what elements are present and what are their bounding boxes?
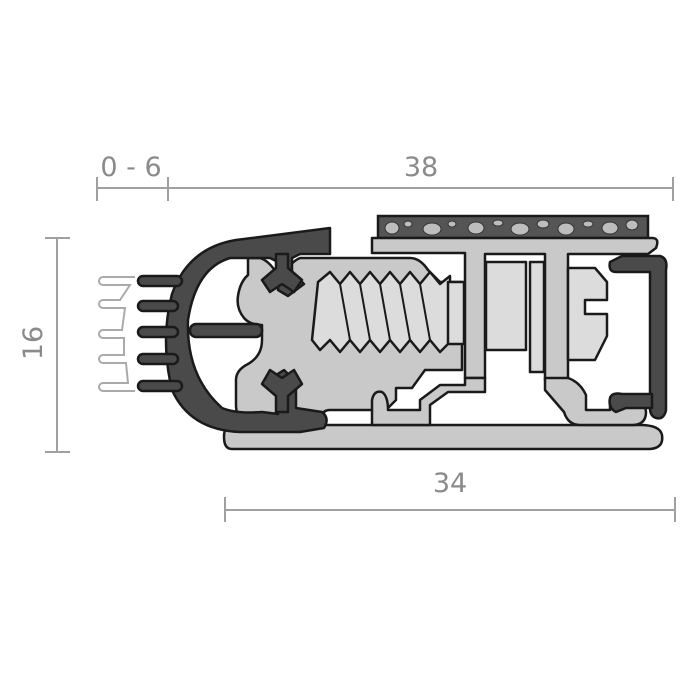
screw-body <box>484 260 528 352</box>
seal-center-arm <box>188 322 264 339</box>
seal-arrow-bottom <box>260 368 304 414</box>
right-seal-lip <box>608 392 654 414</box>
right-lower-profile <box>543 376 648 427</box>
seal-arrow-top <box>260 252 304 294</box>
lower-hook <box>370 376 487 427</box>
gap-dimension-label: 0 - 6 <box>100 152 161 183</box>
foam-cells <box>384 219 639 236</box>
screw-head <box>566 266 609 362</box>
dimension-top <box>96 177 674 201</box>
base-profile <box>222 423 664 451</box>
base-width-dimension-label: 34 <box>433 468 467 499</box>
dimension-bottom <box>224 497 676 522</box>
screw-threaded-shank <box>310 270 452 354</box>
screw-threads <box>339 283 431 341</box>
dimension-left <box>45 237 70 453</box>
width-dimension-label: 38 <box>404 152 438 183</box>
screw-collar <box>446 280 466 346</box>
seal-fingers <box>136 274 184 393</box>
seal-fingers-retracted <box>98 276 135 392</box>
height-dimension-label: 16 <box>18 326 49 360</box>
right-seal-clip <box>608 254 668 420</box>
screw-washer <box>528 260 546 374</box>
